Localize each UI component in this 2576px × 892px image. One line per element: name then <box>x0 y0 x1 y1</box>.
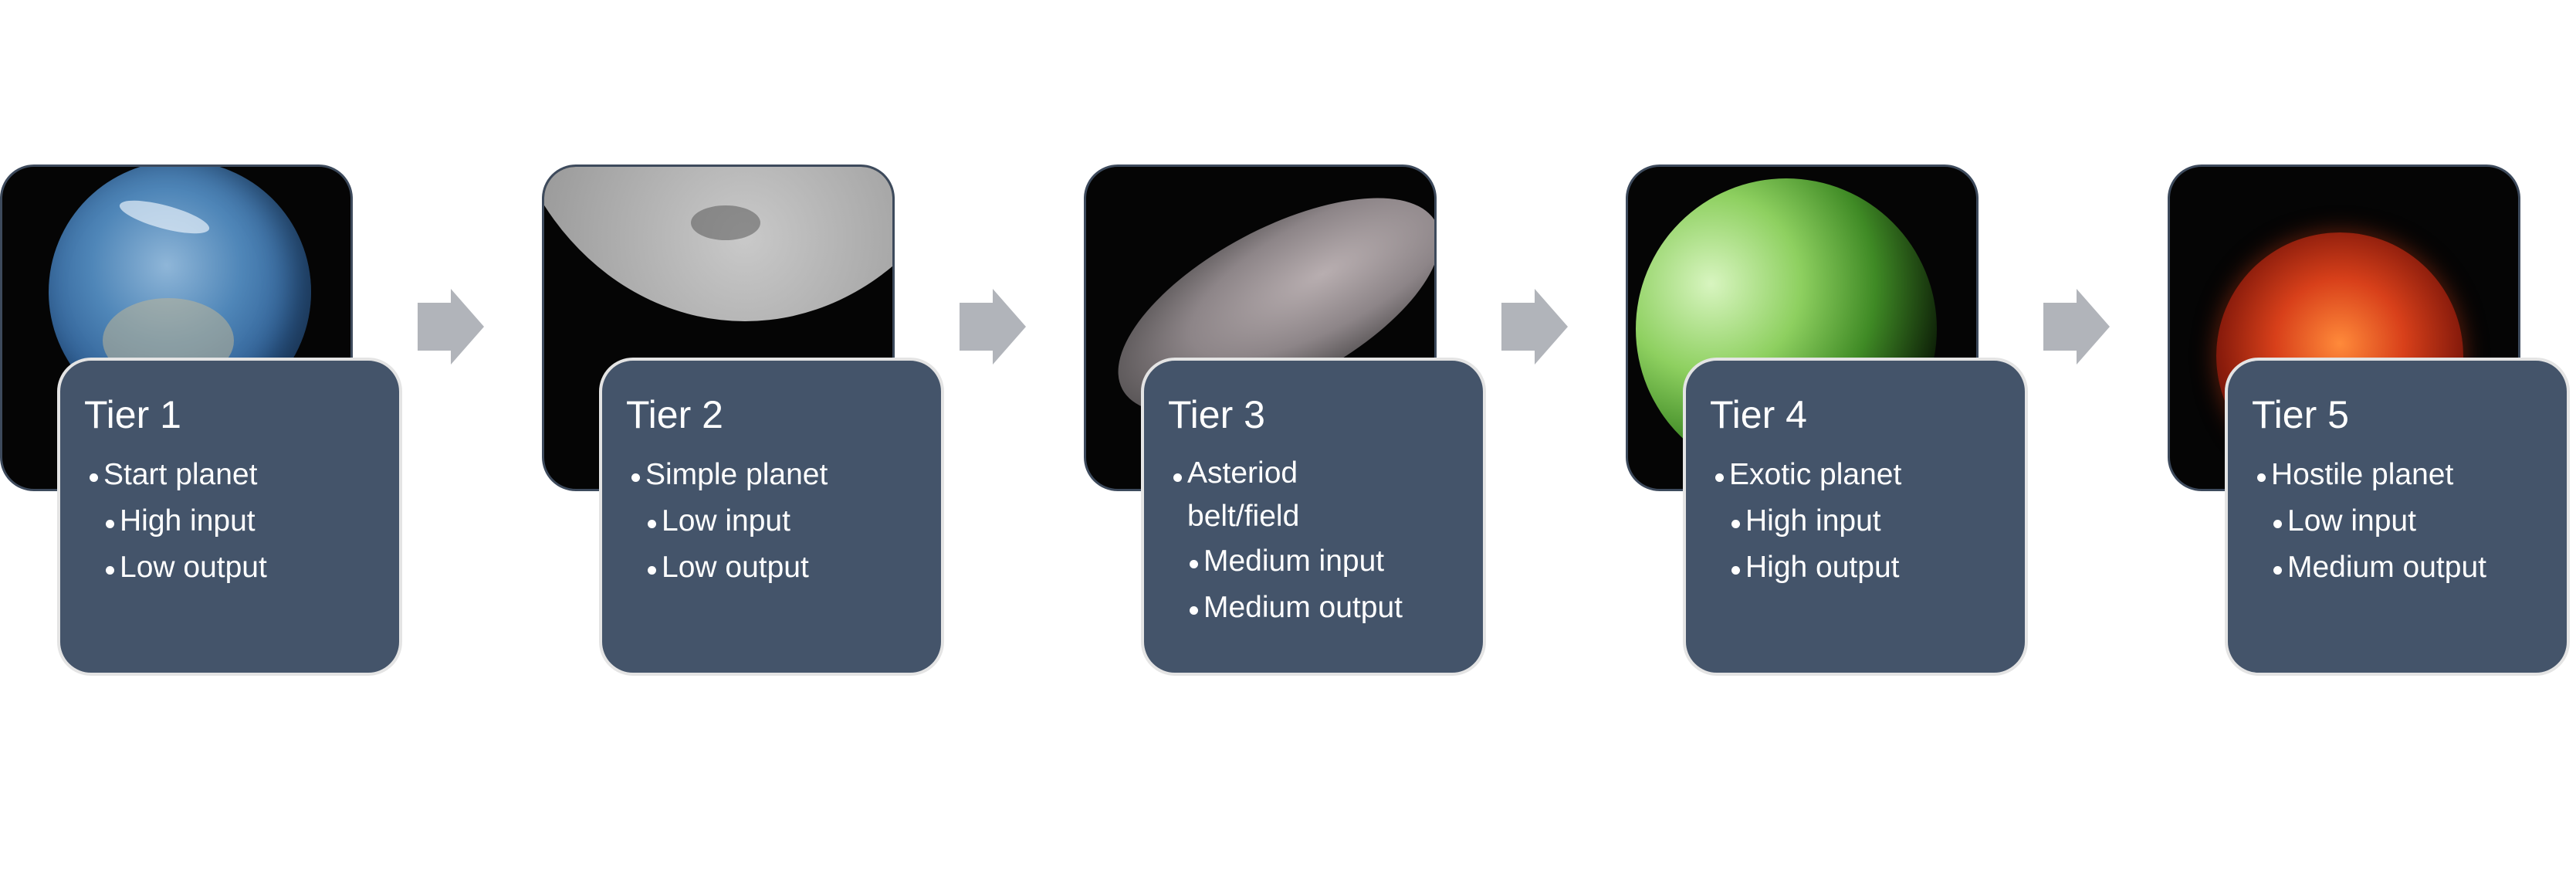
bullet-item: Hostile planet <box>2256 452 2551 498</box>
bullet-item: Exotic planet <box>1714 452 2009 498</box>
arrow-right-icon <box>960 289 1026 365</box>
bullet-item: Low output <box>104 544 384 591</box>
tier-title: Tier 3 <box>1168 393 1265 436</box>
tier-card: Tier 2 Simple planet Low input Low outpu… <box>599 358 944 676</box>
bullet-item: Low input <box>2272 498 2551 544</box>
tier-title: Tier 5 <box>2252 393 2349 436</box>
tier-5: Tier 5 Hostile planet Low input Medium o… <box>2168 0 2576 892</box>
bullet-item: Medium output <box>1188 585 1467 631</box>
tier-card: Tier 1 Start planet High input Low outpu… <box>57 358 402 676</box>
bullet-item: High input <box>104 498 384 544</box>
tier-title: Tier 4 <box>1710 393 1807 436</box>
tier-2: Tier 2 Simple planet Low input Low outpu… <box>542 0 1084 892</box>
tier-card: Tier 4 Exotic planet High input High out… <box>1683 358 2028 676</box>
bullet-item: Medium output <box>2272 544 2551 591</box>
bullet-item: Medium input <box>1188 538 1467 585</box>
bullet-item: High output <box>1730 544 2009 591</box>
bullet-item: High input <box>1730 498 2009 544</box>
bullet-item: Simple planet <box>630 452 926 498</box>
tier-card: Tier 3 Asteriod belt/field Medium input … <box>1141 358 1486 676</box>
tier-title: Tier 1 <box>84 393 181 436</box>
arrow-right-icon <box>418 289 484 365</box>
tier-card: Tier 5 Hostile planet Low input Medium o… <box>2225 358 2570 676</box>
tier-title: Tier 2 <box>626 393 723 436</box>
bullet-item: Asteriod belt/field <box>1172 452 1334 538</box>
bullet-item: Low input <box>646 498 926 544</box>
bullet-item: Start planet <box>88 452 384 498</box>
tier-1: Tier 1 Start planet High input Low outpu… <box>0 0 542 892</box>
arrow-right-icon <box>1501 289 1568 365</box>
tier-4: Tier 4 Exotic planet High input High out… <box>1626 0 2168 892</box>
bullet-item: Low output <box>646 544 926 591</box>
arrow-right-icon <box>2043 289 2110 365</box>
tier-3: Tier 3 Asteriod belt/field Medium input … <box>1084 0 1626 892</box>
